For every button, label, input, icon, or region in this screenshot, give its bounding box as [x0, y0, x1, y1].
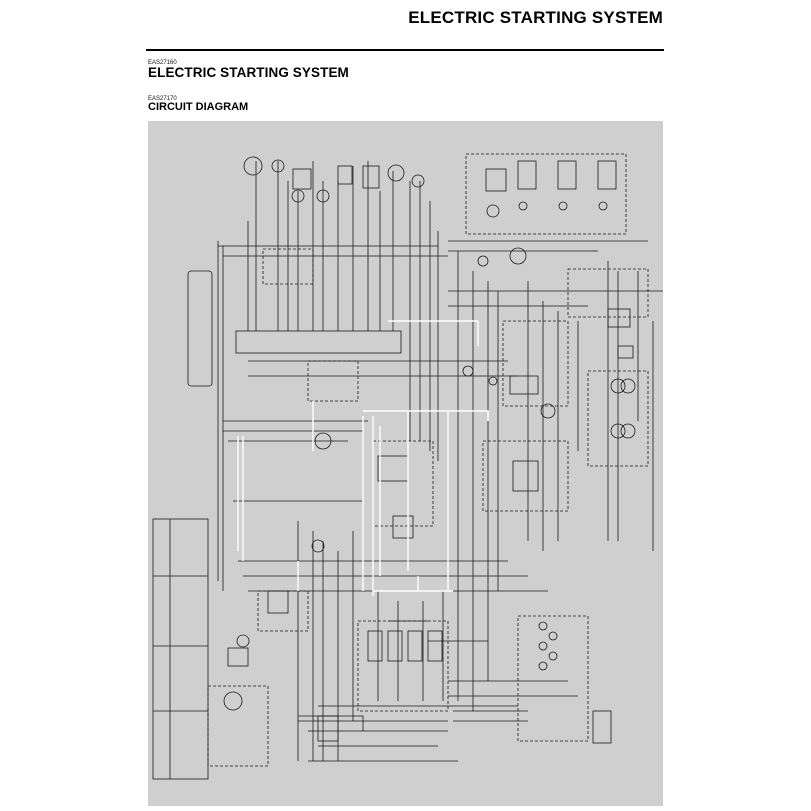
center-right-box: [502, 320, 569, 407]
left-connector-strip: [187, 270, 213, 387]
section-code: EAS27160: [148, 60, 177, 66]
top-right-module-box: [465, 153, 627, 235]
subsection-code: EAS27170: [148, 96, 177, 102]
bottom-right-box: [517, 615, 589, 742]
starter-motor-symbol: [314, 432, 332, 450]
relay-unit-box: [482, 440, 569, 512]
main-connector-bar: [235, 330, 402, 354]
circuit-diagram-drawing: [152, 153, 663, 780]
section-title: ELECTRIC STARTING SYSTEM: [148, 65, 349, 80]
header-rule: [146, 49, 664, 51]
subsection-title: CIRCUIT DIAGRAM: [148, 101, 249, 113]
bottom-center-box: [357, 620, 449, 712]
bottom-left-box: [257, 590, 309, 632]
lower-left-box: [207, 685, 269, 767]
starting-circuit-highlight: [237, 320, 489, 596]
center-box-1: [307, 360, 359, 402]
component-top-1: [243, 156, 263, 176]
circuit-diagram: [148, 121, 663, 806]
legend-panel: [152, 518, 209, 780]
bottom-left-component: [223, 691, 243, 711]
center-box-2: [372, 440, 434, 527]
running-header-title: ELECTRIC STARTING SYSTEM: [408, 8, 663, 27]
